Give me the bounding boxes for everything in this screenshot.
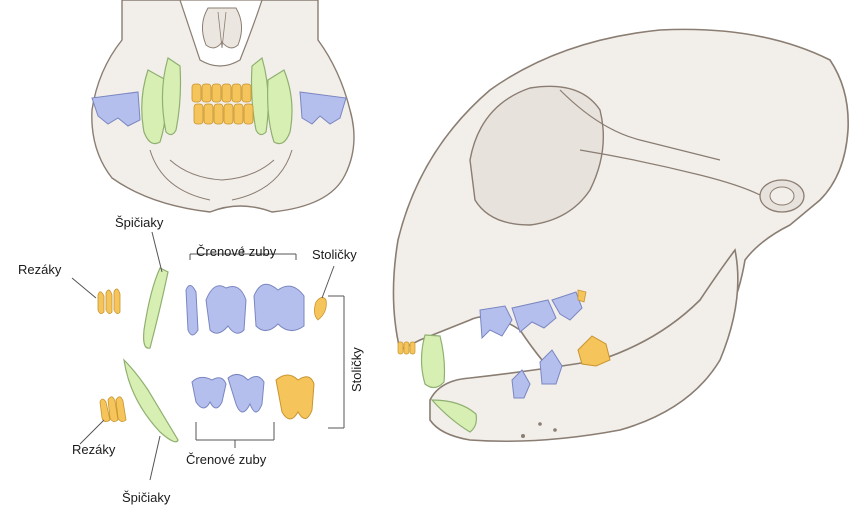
upper-molar-icon xyxy=(314,297,326,320)
label-canines-upper: Špičiaky xyxy=(115,215,163,230)
skull-side-view-icon xyxy=(393,29,848,441)
label-molars-bracket: Stoličky xyxy=(349,347,364,392)
lower-incisors-icon xyxy=(100,397,126,422)
label-canines-lower: Špičiaky xyxy=(122,490,170,505)
lower-premolars-icon xyxy=(192,374,264,412)
lower-molar-icon xyxy=(276,375,314,419)
label-premolars-lower: Črenové zuby xyxy=(186,452,266,467)
label-incisors-upper: Rezáky xyxy=(18,262,61,277)
upper-premolars-icon xyxy=(186,284,304,335)
label-premolars-upper: Črenové zuby xyxy=(196,244,276,259)
lower-canine-icon xyxy=(124,360,178,442)
upper-incisors-icon xyxy=(98,289,120,314)
skull-front-view-icon xyxy=(92,0,354,212)
label-incisors-lower: Rezáky xyxy=(72,442,115,457)
upper-canine-icon xyxy=(144,268,168,348)
label-molars-upper: Stoličky xyxy=(312,247,357,262)
